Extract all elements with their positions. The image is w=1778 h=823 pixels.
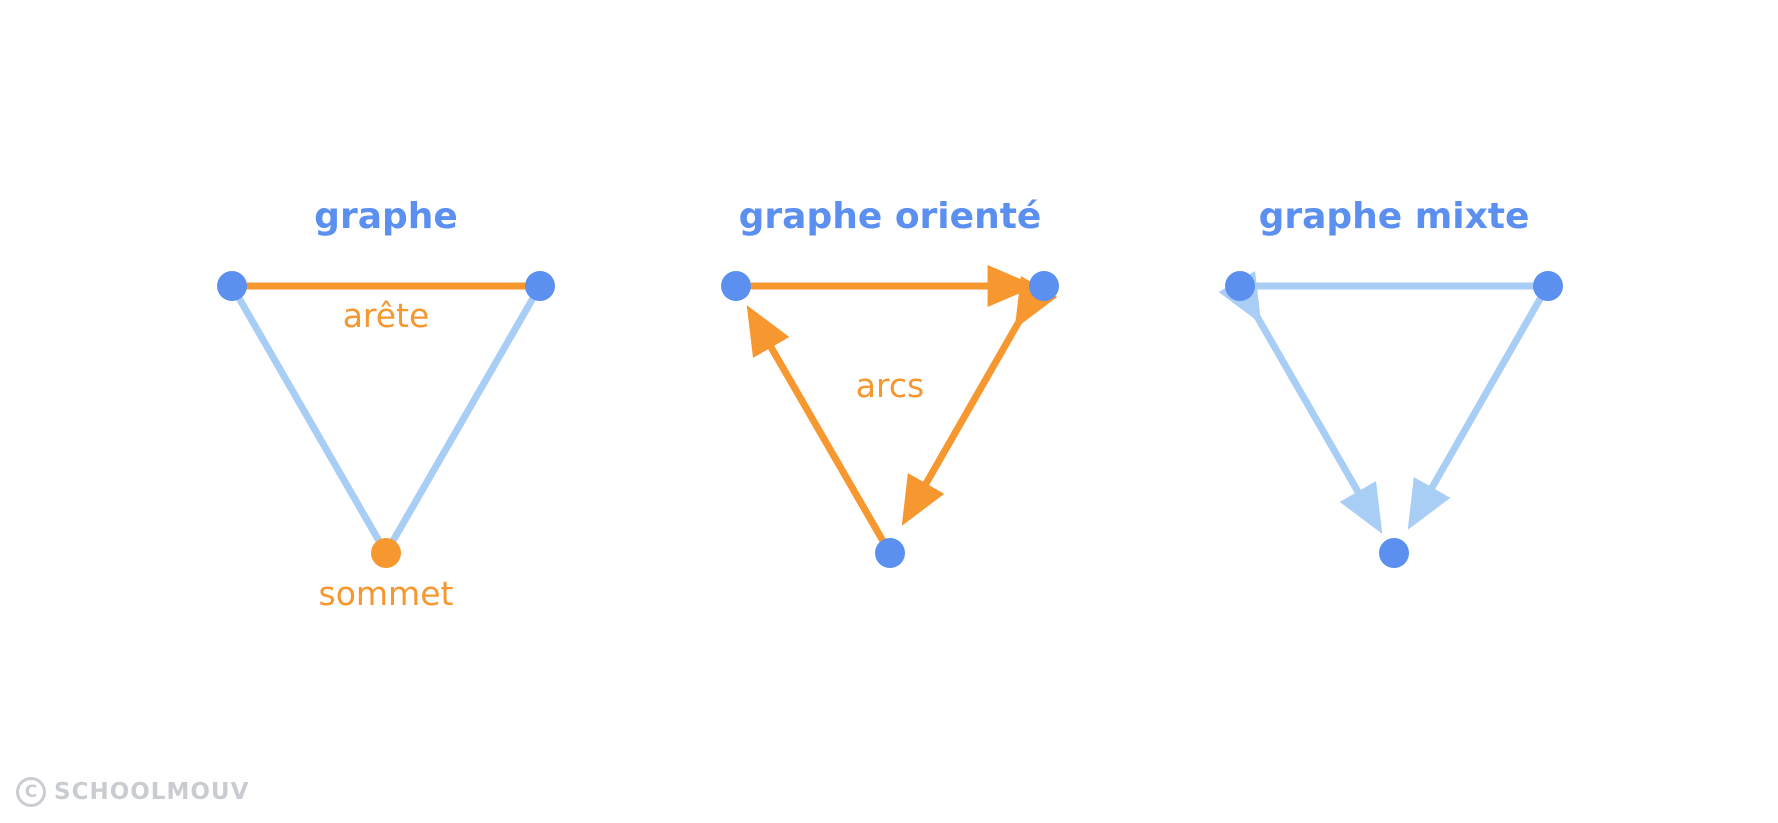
arc-right [1407,288,1548,530]
arc-left [746,305,887,545]
vertex-bottom [1379,538,1409,568]
edge-right [382,282,544,557]
vertex-top-right [525,271,555,301]
edge-label: arête [343,296,430,335]
vertex-top-left [721,271,751,301]
panel-title: graphe mixte [1259,196,1530,237]
vertex-top-left [217,271,247,301]
vertex-top-left [1225,271,1255,301]
copyright-icon: C [16,777,46,807]
arc-right [901,275,1058,526]
panel-directed-graph: graphe orienté arcs [721,196,1059,568]
vertex-top-right [1533,271,1563,301]
vertex-bottom [371,538,401,568]
edge-left [228,282,390,557]
vertex-bottom [875,538,905,568]
arc-left [1218,270,1383,534]
panel-title: graphe [314,196,458,237]
brand-name: SCHOOLMOUV [54,779,250,805]
vertex-top-right [1029,271,1059,301]
panel-mixed-graph: graphe mixte [1218,196,1563,568]
edge-label: arcs [856,366,924,405]
vertex-label: sommet [319,574,454,613]
watermark: C SCHOOLMOUV [16,772,249,812]
panel-undirected-graph: graphe arête sommet [217,196,555,613]
panel-title: graphe orienté [739,196,1042,237]
